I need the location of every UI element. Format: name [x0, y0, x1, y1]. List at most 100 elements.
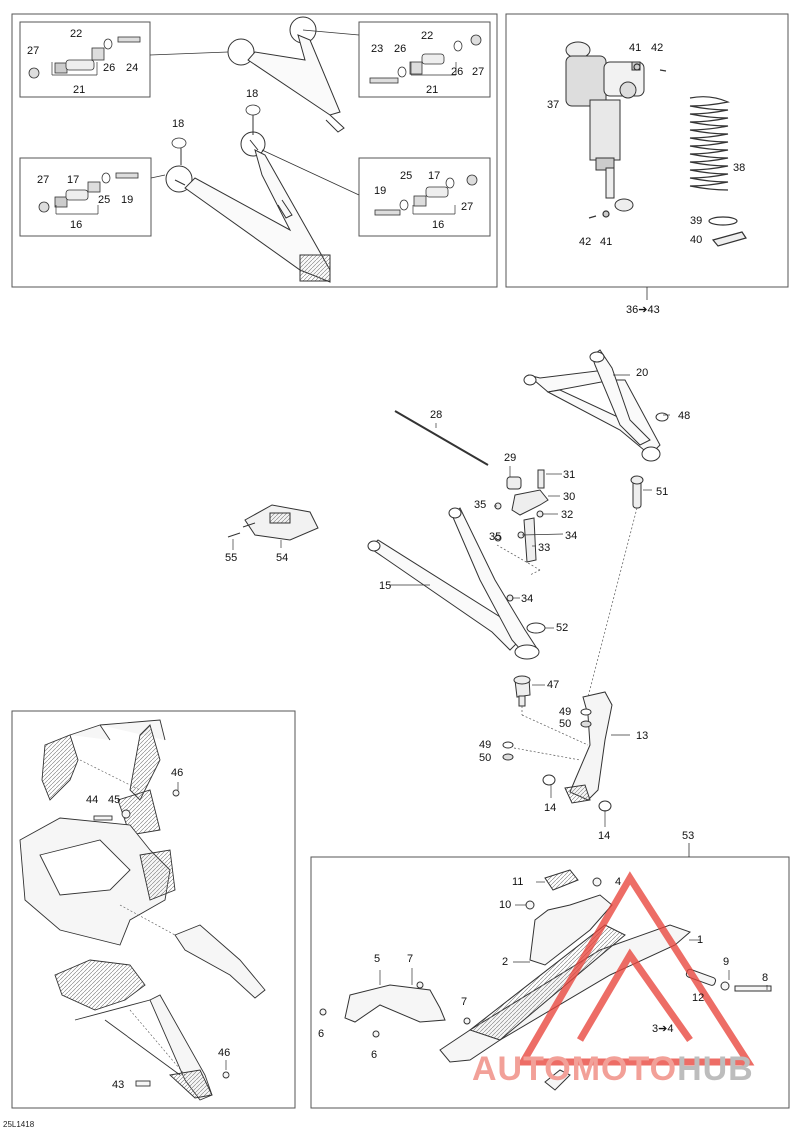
callout-27: 27 — [37, 174, 50, 186]
callout-37: 37 — [547, 99, 560, 111]
chassis-assembly — [19, 719, 266, 1101]
diagram-code: 25L1418 — [3, 1120, 35, 1129]
callout-2: 2 — [502, 956, 509, 968]
callout-6: 6 — [371, 1049, 378, 1061]
callout-9: 9 — [723, 956, 730, 968]
upper-a-arm-small — [165, 16, 345, 283]
callout-6: 6 — [318, 1028, 325, 1040]
callout-40: 40 — [690, 234, 703, 246]
callout-32: 32 — [561, 509, 574, 521]
callout-26: 26 — [103, 62, 116, 74]
ski-detail-frame — [310, 856, 790, 1109]
dashed-assembly-lines — [496, 507, 638, 761]
ball-joints — [513, 475, 644, 707]
callout-33: 33 — [538, 542, 551, 554]
callout-3-to-4: 3➔4 — [652, 1023, 674, 1035]
callout-14: 14 — [544, 802, 557, 814]
callout-28: 28 — [430, 409, 443, 421]
callout-39: 39 — [690, 215, 703, 227]
callout-49: 49 — [559, 706, 572, 718]
callout-22: 22 — [421, 30, 434, 42]
callout-18: 18 — [172, 118, 185, 130]
callout-12: 12 — [692, 992, 705, 1004]
callout-18: 18 — [246, 88, 259, 100]
callout-10: 10 — [499, 899, 512, 911]
callout-16: 16 — [432, 219, 445, 231]
callout-34: 34 — [565, 530, 578, 542]
callout-13: 13 — [636, 730, 649, 742]
callout-7: 7 — [461, 996, 468, 1008]
callout-19: 19 — [121, 194, 134, 206]
callout-42: 42 — [651, 42, 664, 54]
callout-19: 19 — [374, 185, 387, 197]
callout-35: 35 — [489, 531, 502, 543]
callout-54: 54 — [276, 552, 289, 564]
callout-23: 23 — [371, 43, 384, 55]
callout-41: 41 — [629, 42, 642, 54]
upper-a-arm — [523, 349, 669, 462]
callout-27: 27 — [27, 45, 40, 57]
callout-27: 27 — [472, 66, 485, 78]
callout-51: 51 — [656, 486, 669, 498]
callout-14: 14 — [598, 830, 611, 842]
steering-rod — [394, 410, 489, 466]
callout-4: 4 — [615, 876, 622, 888]
callout-55: 55 — [225, 552, 238, 564]
callout-48: 48 — [678, 410, 691, 422]
callout-5: 5 — [374, 953, 381, 965]
callout-41: 41 — [600, 236, 613, 248]
callout-44: 44 — [86, 794, 99, 806]
callout-17: 17 — [428, 170, 441, 182]
sway-bar-link-assembly — [494, 469, 549, 602]
bushing-kit-box-top-left — [19, 21, 151, 98]
callout-26: 26 — [394, 43, 407, 55]
callout-22: 22 — [70, 28, 83, 40]
mount-bracket — [227, 504, 319, 541]
lower-a-arm — [367, 507, 546, 660]
callout-31: 31 — [563, 469, 576, 481]
callout-17: 17 — [67, 174, 80, 186]
callout-8: 8 — [762, 972, 769, 984]
callout-30: 30 — [563, 491, 576, 503]
callout-46: 46 — [171, 767, 184, 779]
callout-46: 46 — [218, 1047, 231, 1059]
callout-16: 16 — [70, 219, 83, 231]
callout-35: 35 — [474, 499, 487, 511]
upper-a-arm-detail-frame — [11, 13, 498, 288]
callout-50: 50 — [479, 752, 492, 764]
callout-53: 53 — [682, 830, 695, 842]
callout-1: 1 — [697, 934, 704, 946]
bushing-set-small — [28, 34, 482, 216]
callout-24: 24 — [126, 62, 139, 74]
shock-absorber — [565, 41, 645, 212]
watermark-part1: AUTOMOTO — [472, 1050, 678, 1088]
callout-38: 38 — [733, 162, 746, 174]
shock-spring — [588, 63, 747, 247]
callout-11: 11 — [512, 876, 524, 888]
callout-45: 45 — [108, 794, 121, 806]
spindle — [502, 691, 613, 812]
callout-50: 50 — [559, 718, 572, 730]
callout-26: 26 — [451, 66, 464, 78]
callout-42: 42 — [579, 236, 592, 248]
callout-21: 21 — [73, 84, 86, 96]
callout-43: 43 — [112, 1079, 125, 1091]
callout-20: 20 — [636, 367, 649, 379]
watermark-logo: AUTOMOTOHUB — [472, 1050, 754, 1089]
callout-36-to-43: 36➔43 — [626, 304, 660, 316]
callout-29: 29 — [504, 452, 517, 464]
watermark-part2: HUB — [677, 1050, 754, 1088]
callout-25: 25 — [98, 194, 111, 206]
callout-49: 49 — [479, 739, 492, 751]
callout-52: 52 — [556, 622, 569, 634]
callout-34: 34 — [521, 593, 534, 605]
callout-25: 25 — [400, 170, 413, 182]
callout-7: 7 — [407, 953, 414, 965]
watermark-triangle — [516, 871, 755, 1066]
callout-27: 27 — [461, 201, 474, 213]
callout-21: 21 — [426, 84, 439, 96]
callout-47: 47 — [547, 679, 560, 691]
callout-15: 15 — [379, 580, 392, 592]
